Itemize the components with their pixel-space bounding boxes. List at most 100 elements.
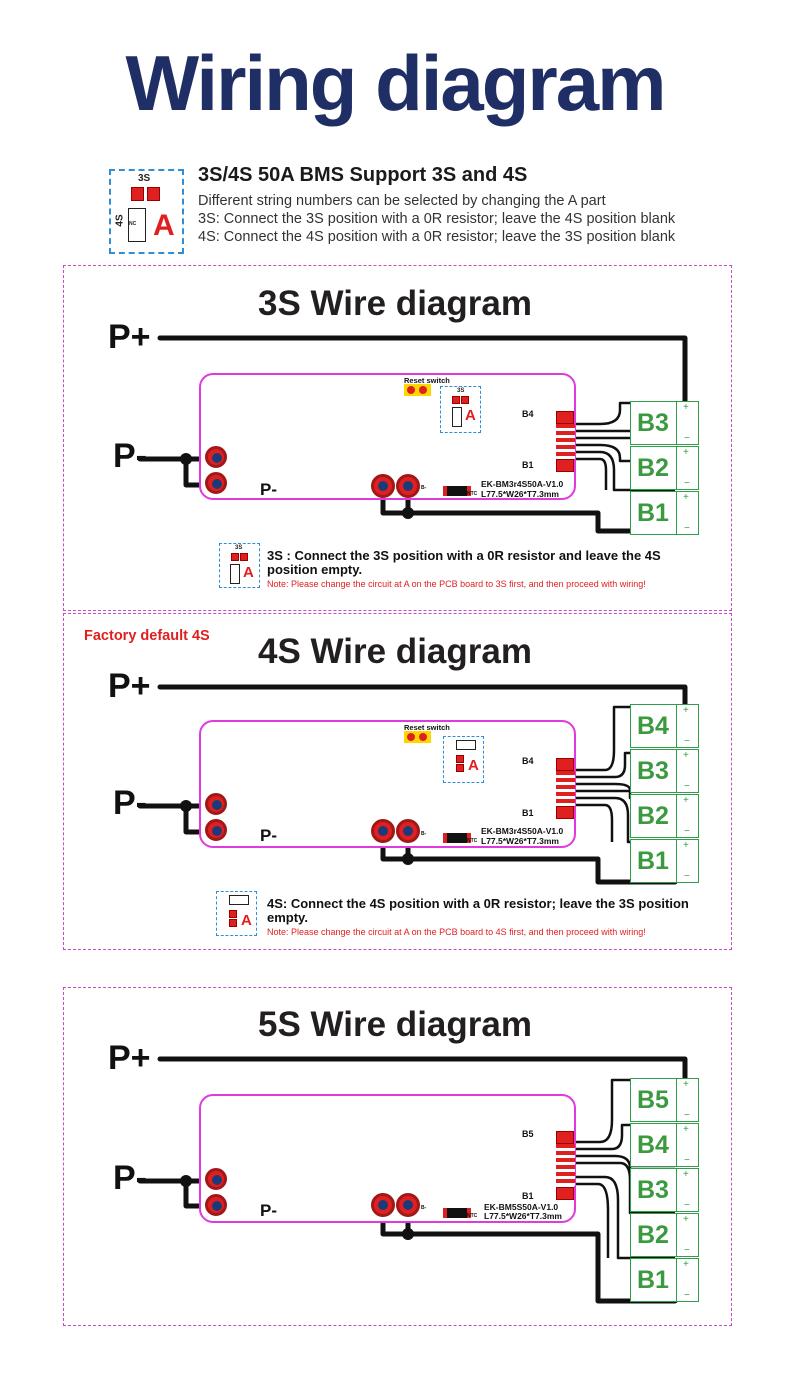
selector-pad xyxy=(456,764,464,772)
selector-diagram: 3S 4S NC A xyxy=(109,169,184,254)
cell-terminal: +− xyxy=(676,1169,698,1211)
section-note: 4S: Connect the 4S position with a 0R re… xyxy=(267,896,689,925)
selector-a-label: A xyxy=(465,407,476,424)
ntc-connector xyxy=(443,833,471,843)
section-note-warning: Note: Please change the circuit at A on … xyxy=(267,927,646,937)
selector-pad xyxy=(240,553,248,561)
bminus-pad xyxy=(371,1193,395,1217)
board-model: EK-BM3r4S50A-V1.0 xyxy=(481,479,564,489)
cell-terminal: +− xyxy=(676,840,698,882)
bminus-pad xyxy=(396,1193,420,1217)
board-pminus-label: P- xyxy=(260,826,277,845)
board-pminus-label: P- xyxy=(260,1201,277,1220)
bminus-label: B- xyxy=(421,1205,427,1211)
selector-pad xyxy=(229,910,237,918)
battery-cell-label: B1 xyxy=(637,499,669,527)
pminus-pad xyxy=(205,819,227,841)
ntc-label: NTC xyxy=(467,838,478,844)
selector-nc-label: NC xyxy=(129,221,137,227)
bminus-pad xyxy=(396,474,420,498)
note-selector: 3S A xyxy=(219,543,260,588)
board-pminus-label: P- xyxy=(260,480,277,499)
cell-terminal: +− xyxy=(676,1214,698,1256)
battery-cell-label: B4 xyxy=(637,1131,669,1159)
cell-terminal: +− xyxy=(676,705,698,747)
ntc-connector xyxy=(443,486,471,496)
section-note-warning: Note: Please change the circuit at A on … xyxy=(267,579,646,589)
battery-cell-label: B3 xyxy=(637,757,669,785)
cell-terminal: +− xyxy=(676,1259,698,1301)
connector-bottom-label: B1 xyxy=(522,808,534,818)
p-minus-label: P- xyxy=(113,784,147,822)
board-selector: A xyxy=(443,736,484,783)
selector-nc-box xyxy=(230,564,240,584)
connector-top-label: B5 xyxy=(522,1129,534,1139)
board-size: L77.5*W26*T7.3mm xyxy=(481,489,559,499)
pminus-pad xyxy=(205,1168,227,1190)
connector-bottom-pad xyxy=(556,1187,574,1200)
battery-cell: B3+− xyxy=(630,1168,699,1212)
connector-bottom-label: B1 xyxy=(522,1191,534,1201)
balance-connector xyxy=(556,424,575,460)
reset-switch[interactable] xyxy=(404,384,431,396)
selector-pad xyxy=(456,755,464,763)
ntc-label: NTC xyxy=(467,491,478,497)
board-model: EK-BM3r4S50A-V1.0 xyxy=(481,826,564,836)
reset-switch-label: Reset switch xyxy=(404,723,450,732)
wire-p-plus xyxy=(157,1056,688,1083)
selector-a-label: A xyxy=(241,912,252,929)
cell-terminal: +− xyxy=(676,1124,698,1166)
wire-b-minus xyxy=(405,1203,678,1304)
note-selector: A xyxy=(216,891,257,936)
page-title: Wiring diagram xyxy=(125,39,666,127)
selector-nc-box xyxy=(456,740,476,750)
battery-cell-label: B5 xyxy=(637,1086,669,1114)
battery-cell: B4+− xyxy=(630,1123,699,1167)
battery-cell-label: B3 xyxy=(637,409,669,437)
board-size: L77.5*W26*T7.3mm xyxy=(481,836,559,846)
battery-cell-label: B2 xyxy=(637,802,669,830)
selector-pad xyxy=(131,187,144,201)
board-model: EK-BM5S50A-V1.0 xyxy=(484,1202,559,1212)
cell-terminal: +− xyxy=(676,795,698,837)
selector-pad xyxy=(147,187,160,201)
pminus-pad xyxy=(205,1194,227,1216)
selector-nc-box xyxy=(229,895,249,905)
p-plus-label: P+ xyxy=(108,667,151,705)
wire-p-plus xyxy=(157,335,688,407)
bminus-label: B- xyxy=(421,831,427,837)
cell-terminal: +− xyxy=(676,1079,698,1121)
p-plus-label: P+ xyxy=(108,318,151,356)
bminus-pad xyxy=(371,474,395,498)
frame-3s xyxy=(63,265,732,611)
selector-a-label: A xyxy=(153,209,175,242)
connector-top-pad xyxy=(556,1131,574,1144)
battery-cell-label: B3 xyxy=(637,1176,669,1204)
battery-cell: B3+− xyxy=(630,401,699,445)
connector-top-pad xyxy=(556,411,574,424)
reset-switch[interactable] xyxy=(404,731,431,743)
balance-connector xyxy=(556,771,575,807)
battery-cell: B1+− xyxy=(630,839,699,883)
bminus-pad xyxy=(371,819,395,843)
selector-a-label: A xyxy=(468,757,479,774)
wire-b-minus xyxy=(405,828,678,885)
section-title: 4S Wire diagram xyxy=(258,632,532,671)
battery-cell: B1+− xyxy=(630,491,699,535)
connector-bottom-pad xyxy=(556,459,574,472)
frame-5s xyxy=(63,987,732,1326)
battery-cell-label: B4 xyxy=(637,712,669,740)
section-note: 3S : Connect the 3S position with a 0R r… xyxy=(267,548,661,577)
battery-cell-label: B2 xyxy=(637,1221,669,1249)
selector-3s-label: 3S xyxy=(138,173,151,184)
selector-pad xyxy=(461,396,469,404)
ntc-connector xyxy=(443,1208,471,1218)
selector-pad xyxy=(229,919,237,927)
selector-nc-box xyxy=(452,407,462,427)
battery-cell-label: B2 xyxy=(637,454,669,482)
connector-top-label: B4 xyxy=(522,409,534,419)
connector-top-pad xyxy=(556,758,574,771)
section-title: 5S Wire diagram xyxy=(258,1005,532,1044)
header-line: Different string numbers can be selected… xyxy=(198,193,606,209)
cell-terminal: +− xyxy=(676,492,698,534)
